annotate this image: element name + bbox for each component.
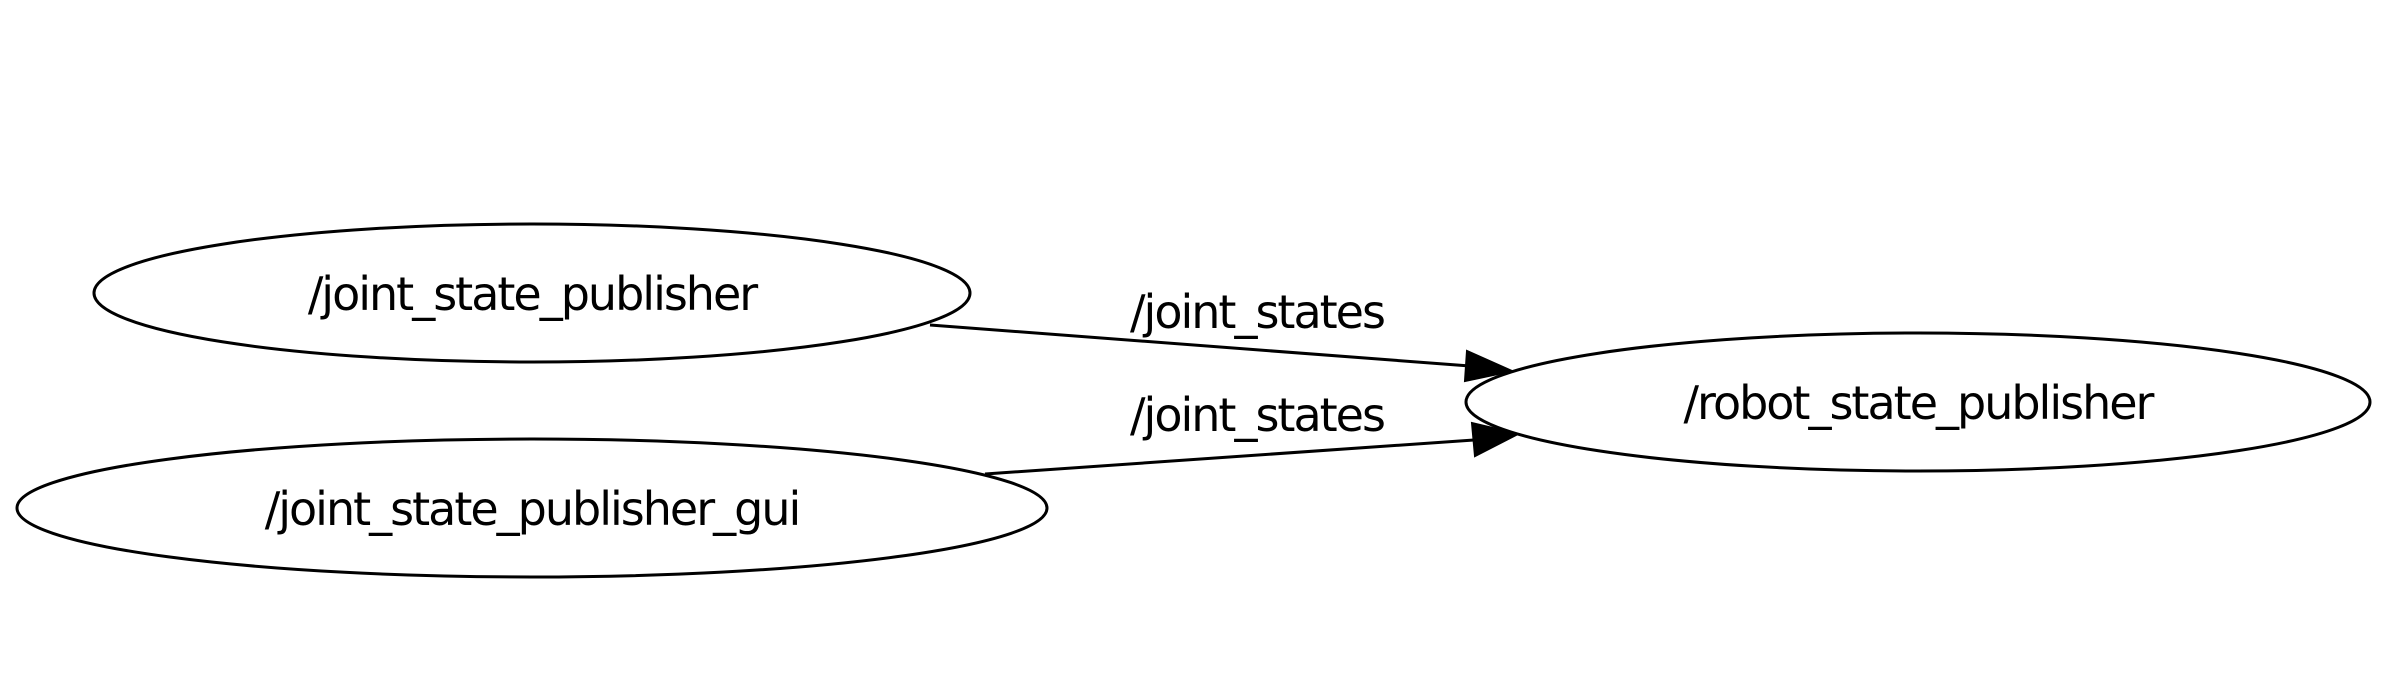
- node-label: /robot_state_publisher: [1684, 376, 2155, 430]
- node-joint-state-publisher[interactable]: /joint_state_publisher: [92, 222, 972, 364]
- node-ellipse[interactable]: [92, 222, 972, 364]
- node-label: /joint_state_publisher: [308, 267, 758, 321]
- node-ellipse[interactable]: [1464, 331, 2372, 473]
- edge-label: /joint_states: [1130, 285, 1384, 339]
- arrow-head-icon: [1470, 421, 1521, 458]
- node-robot-state-publisher[interactable]: /robot_state_publisher: [1464, 331, 2372, 473]
- edge-label: /joint_states: [1130, 388, 1384, 442]
- node-ellipse[interactable]: [15, 437, 1049, 579]
- edge-line[interactable]: [929, 323, 1471, 368]
- node-joint-state-publisher-gui[interactable]: /joint_state_publisher_gui: [15, 437, 1049, 579]
- arrow-head-icon: [1463, 349, 1516, 383]
- edge-joint-states-2[interactable]: /joint_states: [984, 388, 1521, 476]
- node-label: /joint_state_publisher_gui: [265, 482, 800, 536]
- edge-line[interactable]: [984, 438, 1475, 476]
- edge-joint-states-1[interactable]: /joint_states: [929, 285, 1516, 383]
